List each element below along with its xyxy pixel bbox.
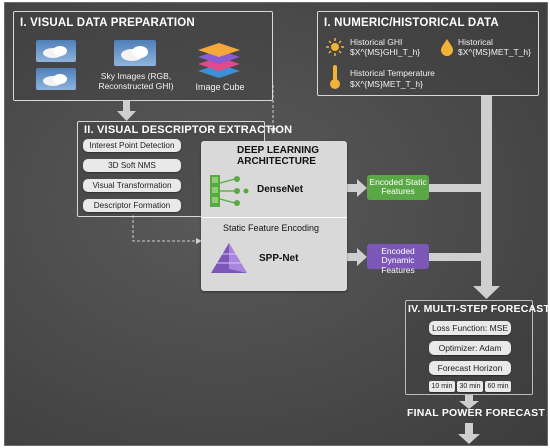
deep-learning-title-line2: ARCHITECTURE [237,156,316,167]
sky-images-label: Sky Images (RGB, Reconstructed GHI) [98,71,174,91]
horizon-10min: 10 min [429,381,455,392]
horizon-30min: 30 min [457,381,483,392]
step-3d-soft-nms: 3D Soft NMS [83,159,181,172]
step-descriptor-formation: Descriptor Formation [83,199,181,212]
sppnet-icon [209,241,249,280]
forecast-horizon: Forecast Horizon [429,361,511,375]
final-power-forecast: FINAL POWER FORECAST [407,407,545,419]
horizon-60min: 60 min [485,381,511,392]
sun-icon [326,38,344,61]
densenet-icon [209,173,249,214]
historical-met-label: Historical $X^{MS}MET_T_h} [458,37,531,57]
connector-layer [117,85,500,444]
historical-temperature-label: Historical Temperature [350,68,435,78]
image-cube-label: Image Cube [195,82,245,92]
sky-image-icon [36,40,76,62]
arrow-prep-to-descriptor [117,101,136,121]
sky-image-icon [114,40,156,66]
arrow-spp-to-dynamic [347,248,367,266]
sky-image-icon [36,68,76,90]
loss-function: Loss Function: MSE [429,321,511,335]
thermometer-icon [328,64,342,95]
arrow-dynamic-to-merge [429,253,481,261]
diagram-canvas: I. VISUAL DATA PREPARATION Sky Images (R… [4,2,550,446]
numeric-title: I. NUMERIC/HISTORICAL DATA [324,17,499,29]
historical-temperature-var: $X^{MS}MET_T_h} [350,79,423,89]
visual-prep-title: I. VISUAL DATA PREPARATION [20,17,195,29]
sppnet-label: SPP-Net [259,253,299,264]
arrow-forecast-to-final [459,395,479,409]
visual-prep-section: I. VISUAL DATA PREPARATION Sky Images (R… [13,11,273,101]
numeric-section: I. NUMERIC/HISTORICAL DATA Historical GH… [317,11,539,96]
dashed-arrow-descriptor-to-spp [132,215,202,244]
optimizer: Optimizer: Adam [429,341,511,355]
droplet-icon [440,38,454,61]
encoded-dynamic-features: Encoded Dynamic Features [367,244,429,274]
arrow-densenet-to-static [347,179,367,197]
arrow-numeric-to-forecast [473,96,500,299]
deep-divider [201,217,347,218]
forecast-title: IV. MULTI-STEP FORECAST [408,303,550,315]
static-feature-encoding-label: Static Feature Encoding [223,223,320,233]
arrow-static-to-merge [429,184,481,192]
step-visual-transformation: Visual Transformation [83,179,181,192]
step-interest-point-detection: Interest Point Detection [83,139,181,152]
descriptor-title: II. VISUAL DESCRIPTOR EXTRACTION [84,124,293,136]
deep-learning-panel: DEEP LEARNING ARCHITECTURE DenseNet Stat… [201,141,347,291]
encoded-static-features: Encoded Static Features [367,175,429,200]
densenet-label: DenseNet [257,184,304,195]
historical-ghi-label: Historical GHI $X^{MS}GHI_T_h} [350,37,421,57]
deep-learning-title-line1: DEEP LEARNING [237,145,320,156]
arrow-final-out [458,423,480,444]
image-cube-icon [196,38,242,80]
